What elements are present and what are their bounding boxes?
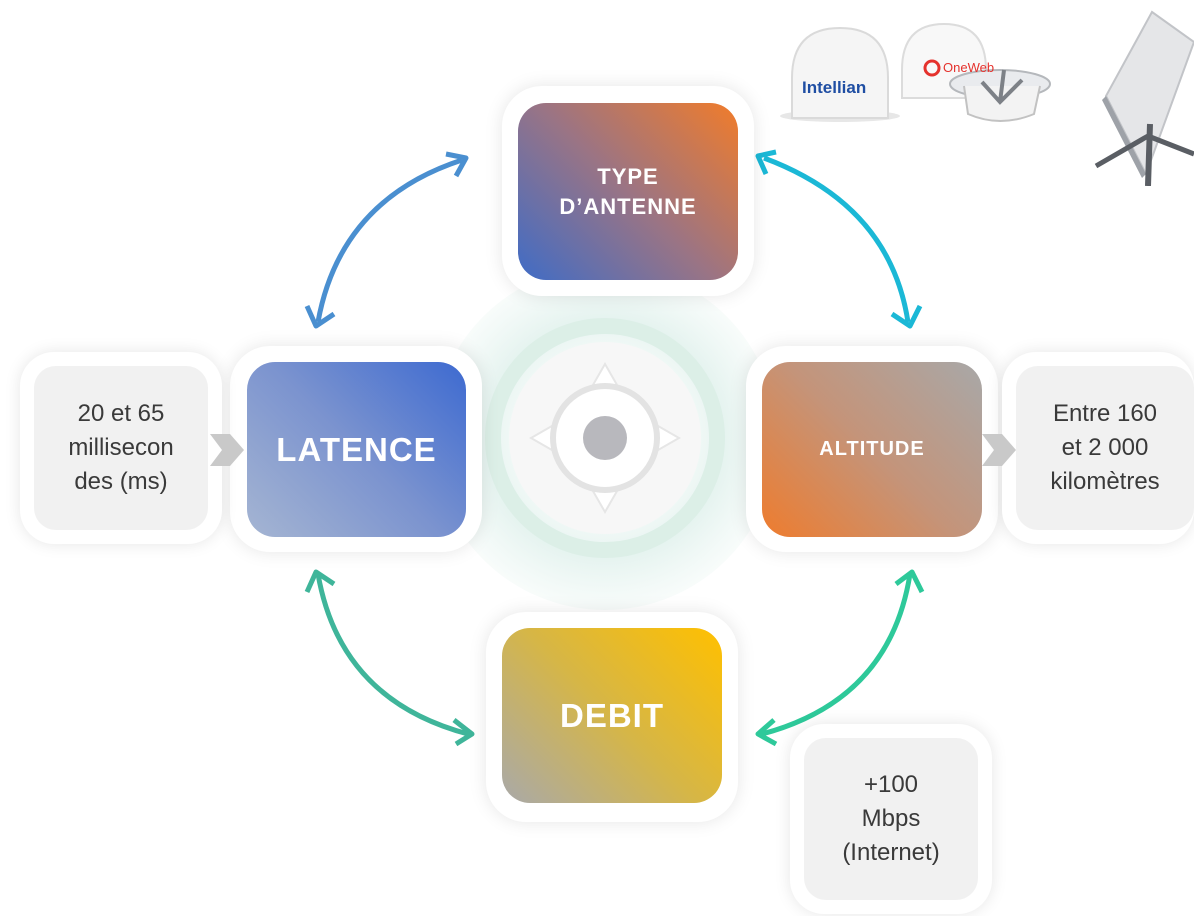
altitude-label: ALTITUDE [819,438,925,460]
latence-info-text: 20 et 65 millisecon des (ms) [34,366,208,530]
latence-node: LATENCE [247,362,466,537]
antenna-domes-image [778,20,1062,130]
debit-node: DEBIT [502,628,722,803]
arrow-top-right [755,149,923,329]
type-antenne-label: TYPE D’ANTENNE [559,163,697,219]
altitude-node: ALTITUDE [762,362,982,537]
altitude-info-box: Entre 160 et 2 000 kilomètres [1002,352,1194,544]
chevron-right-icon [982,434,1016,466]
latence-label: LATENCE [276,430,437,468]
debit-info-text: +100 Mbps (Internet) [804,738,978,900]
brand-label-1: Intellian [802,78,867,97]
brand-label-2: OneWeb [943,60,995,75]
altitude-info-text: Entre 160 et 2 000 kilomètres [1016,366,1194,530]
arrow-bottom-right [755,569,925,747]
debit-info-box: +100 Mbps (Internet) [790,724,992,914]
flat-antenna-image [1094,10,1194,186]
arrow-bottom-left [304,569,475,747]
arrow-top-left [304,151,469,329]
debit-label: DEBIT [560,696,664,734]
chevron-right-icon [210,434,244,466]
type-antenne-node: TYPE D’ANTENNE [518,103,738,280]
latence-info-box: 20 et 65 millisecon des (ms) [20,352,222,544]
